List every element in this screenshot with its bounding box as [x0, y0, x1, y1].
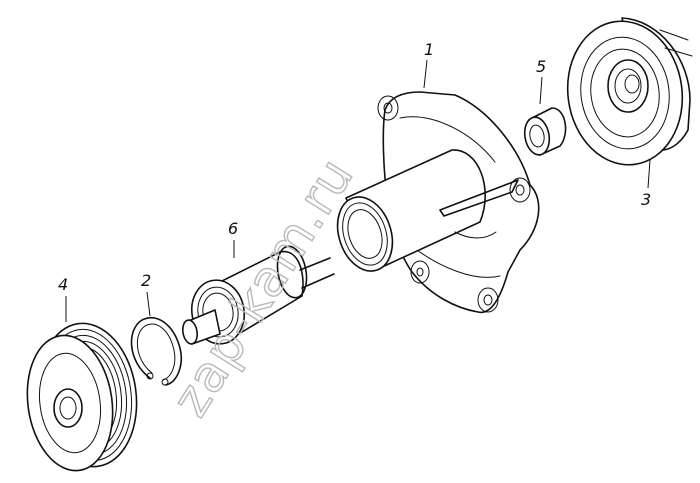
- watermark-text: zap-kam.ru: [161, 148, 365, 427]
- callout-4: 4: [58, 275, 68, 322]
- callout-5: 5: [536, 57, 546, 105]
- shaft-bearing-part-6: [181, 245, 335, 345]
- callout-label-3: 3: [641, 190, 651, 209]
- callout-3: 3: [641, 159, 651, 209]
- impeller-part-3: [566, 17, 693, 166]
- callout-label-5: 5: [536, 57, 546, 76]
- pulley-part-4: [26, 322, 138, 472]
- callout-6: 6: [228, 219, 238, 258]
- pump-housing-part-1: [336, 91, 540, 314]
- callout-label-6: 6: [228, 219, 238, 238]
- callout-label-4: 4: [58, 275, 68, 294]
- callout-label-2: 2: [141, 271, 151, 290]
- callout-label-1: 1: [424, 40, 434, 59]
- seal-part-5: [523, 107, 567, 156]
- callout-1: 1: [423, 40, 434, 89]
- retaining-ring-part-2: [130, 317, 182, 386]
- callout-2: 2: [141, 271, 151, 317]
